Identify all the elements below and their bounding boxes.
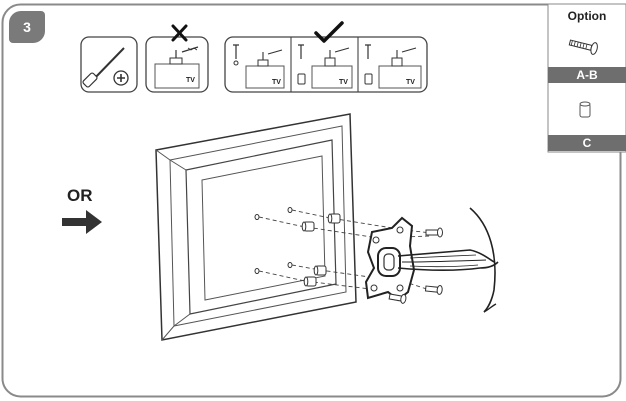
option-label-c: C — [548, 135, 626, 151]
tool-box — [80, 36, 138, 93]
bolt-set — [388, 227, 443, 304]
method-panel-c: TV — [364, 44, 422, 89]
wrong-x-mark — [171, 24, 188, 42]
method-panel-a: TV — [233, 44, 285, 89]
mount-curve-end — [483, 303, 497, 313]
mount-curve — [469, 207, 496, 313]
option-label-a-b: A-B — [548, 67, 626, 83]
or-label: OR — [67, 186, 93, 205]
correct-method-box: TV TV TV — [224, 36, 428, 93]
arrow-right-icon — [62, 210, 102, 234]
panel-label-tv: TV — [406, 79, 415, 86]
method-panel-b: TV — [297, 44, 353, 89]
bolt-icon — [568, 39, 598, 55]
mount-arm — [397, 249, 499, 272]
alignment-lines — [258, 209, 441, 297]
mount-plate — [364, 216, 416, 302]
screwdriver-plus-icon — [82, 47, 129, 88]
spacer-icon — [579, 101, 591, 118]
tv-back-panel — [155, 113, 357, 341]
outer-frame — [1, 3, 622, 398]
check-icon — [314, 21, 344, 43]
spacer-set — [301, 213, 341, 287]
option-title: Option — [567, 9, 607, 23]
panel-label-tv: TV — [339, 79, 348, 86]
step-number-badge: 3 — [9, 11, 45, 43]
panel-label-tv: TV — [186, 77, 195, 84]
wrong-method-box: TV — [145, 36, 209, 93]
panel-label-tv: TV — [272, 79, 281, 86]
